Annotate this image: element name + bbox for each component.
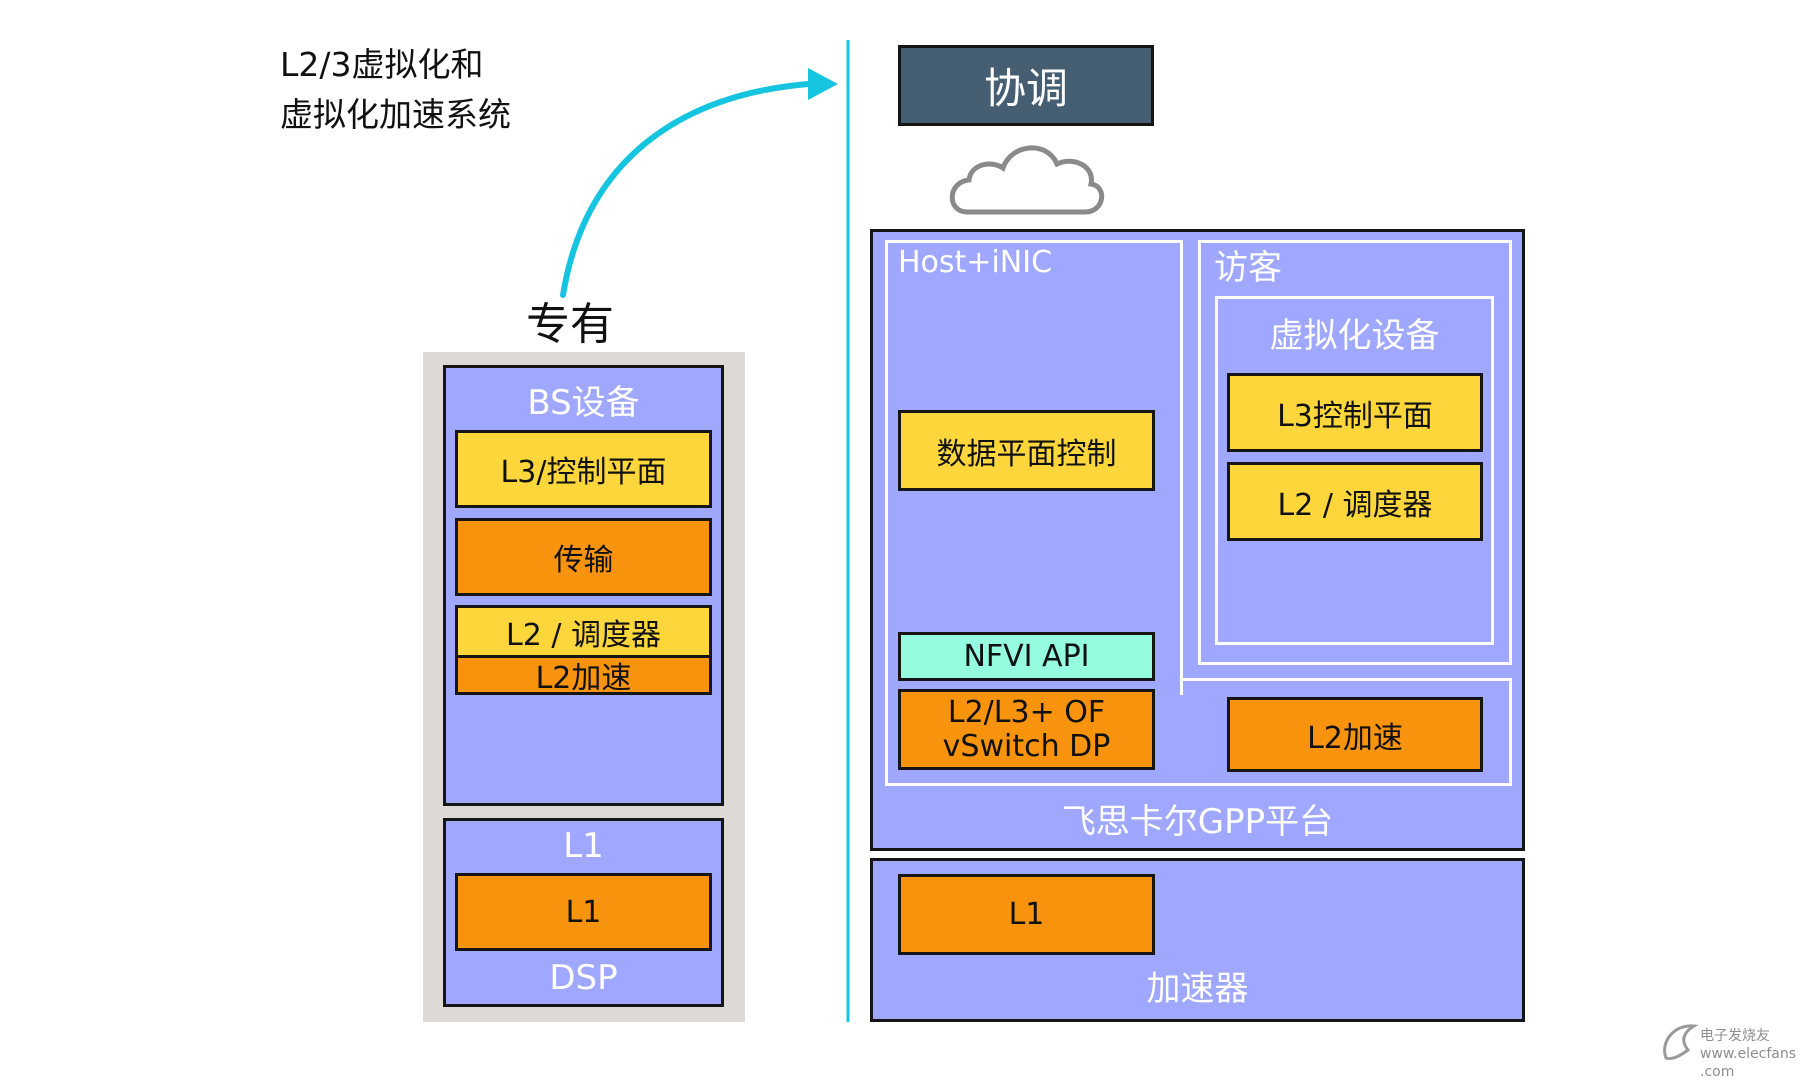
elecfans-logo-icon — [1663, 1024, 1699, 1060]
bs-l2-scheduler: L2 / 调度器 — [455, 605, 712, 658]
ovs-dataplane: L2/L3+ OF vSwitch DP — [898, 689, 1155, 770]
data-plane-control: 数据平面控制 — [898, 410, 1155, 491]
bs-l3-control-plane: L3/控制平面 — [455, 430, 712, 508]
orchestration-block: 协调 — [898, 45, 1154, 126]
cloud-icon — [949, 145, 1104, 215]
accelerator-label: 加速器 — [1146, 968, 1249, 1009]
bs-l2-acceleration: L2加速 — [455, 655, 712, 696]
guest-l2-scheduler: L2 / 调度器 — [1227, 462, 1483, 541]
virtualized-device-label: 虚拟化设备 — [1269, 315, 1440, 356]
nfvi-api: NFVI API — [898, 632, 1155, 681]
caption-title: L2/3虚拟化和 虚拟化加速系统 — [280, 45, 511, 134]
guest-outline — [1198, 240, 1512, 665]
dsp-l1-title: L1 — [563, 826, 604, 866]
gpp-l2-acceleration: L2加速 — [1227, 697, 1483, 772]
virtualized-device-outline — [1215, 296, 1494, 645]
host-inic-outline-seam — [1180, 678, 1512, 681]
bs-transport: 传输 — [455, 518, 712, 596]
proprietary-label: 专有 — [526, 299, 614, 350]
host-inic-label: Host+iNIC — [898, 245, 1053, 280]
freescale-gpp-platform-label: 飞思卡尔GPP平台 — [1061, 801, 1334, 842]
dsp-label: DSP — [549, 958, 618, 998]
guest-l3-control-plane: L3控制平面 — [1227, 373, 1483, 452]
dsp-l1-box: L1 — [455, 873, 712, 951]
arrow-head-icon — [808, 68, 838, 100]
host-inic-outline-top — [885, 240, 1183, 695]
bs-device-label: BS设备 — [527, 382, 640, 423]
watermark-text: 电子发烧友 www.elecfans.com — [1700, 1028, 1797, 1080]
accelerator-l1-box: L1 — [898, 874, 1155, 955]
guest-label: 访客 — [1214, 248, 1282, 288]
edge-proprietary-to-orchestration — [560, 81, 811, 298]
host-inic-outline-bottom — [885, 678, 1512, 786]
